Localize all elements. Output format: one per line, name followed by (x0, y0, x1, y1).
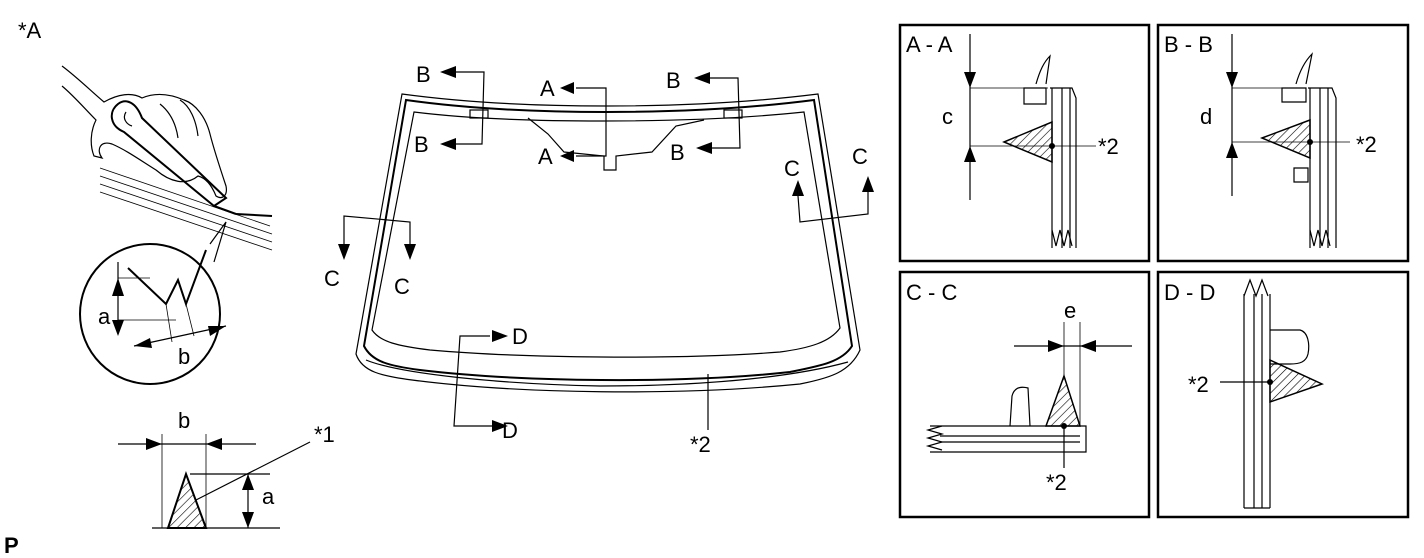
adhesive-bead-line (362, 98, 854, 382)
section-D-top-label: D (512, 324, 528, 349)
mirror-mount-notch (527, 117, 705, 171)
footer-label: P (4, 533, 19, 558)
section-B-bottom-left-label: B (414, 132, 429, 157)
section-arrow-B-left: B B (414, 62, 485, 157)
section-panel-bb: B - B d *2 (1156, 23, 1410, 263)
section-A-top-label: A (540, 76, 555, 101)
windshield-outer-edge (355, 93, 861, 393)
section-B-top-right-label: B (666, 68, 681, 93)
magnifier-circle (79, 243, 221, 385)
bead-dim-a: a (262, 484, 275, 509)
panel-cc-title: C - C (906, 280, 957, 305)
bead-zigzag (127, 249, 207, 308)
section-C-left-2-label: C (394, 274, 410, 299)
bead-dim-b: b (178, 408, 190, 433)
section-arrow-D: D D (453, 324, 528, 443)
section-arrow-C-right: C C (784, 144, 874, 223)
section-D-bottom-label: D (502, 418, 518, 443)
panel-cc-callout: *2 (1046, 470, 1067, 495)
windshield-callout: *2 (690, 432, 711, 457)
magnifier-dim-b: b (178, 344, 190, 369)
windshield-glass (355, 93, 861, 393)
glass-edge-lines (99, 167, 273, 251)
section-C-left-1-label: C (324, 266, 340, 291)
section-panel-cc: C - C e *2 (898, 270, 1151, 519)
panel-dd-callout: *2 (1188, 372, 1209, 397)
bead-profile-detail: b a *1 (118, 408, 335, 529)
bead-callout: *1 (314, 422, 335, 447)
magnifier-dim-a: a (98, 304, 111, 329)
panel-bb-title: B - B (1164, 32, 1213, 57)
panel-aa-callout: *2 (1098, 134, 1119, 159)
panel-aa-title: A - A (906, 32, 953, 57)
hand-applying-adhesive-illustration: a b (61, 65, 273, 385)
panel-aa-dim-c: c (942, 104, 953, 129)
section-panel-dd: D - D *2 (1156, 270, 1410, 519)
panel-bb-callout: *2 (1356, 132, 1377, 157)
hand-outline (61, 65, 227, 199)
section-C-right-1-label: C (784, 156, 800, 181)
section-A-bottom-label: A (538, 144, 553, 169)
corner-label: *A (18, 18, 42, 43)
panel-bb-dim-d: d (1200, 104, 1212, 129)
section-B-bottom-right-label: B (670, 140, 685, 165)
bead-triangle (166, 470, 208, 529)
glue-gun (110, 100, 273, 217)
section-B-top-left-label: B (416, 62, 431, 87)
magnifier-pointer (209, 221, 227, 263)
section-arrow-C-left: C C (324, 215, 416, 299)
panel-cc-dim-e: e (1064, 298, 1076, 323)
section-arrow-B-right: B B (666, 68, 741, 165)
section-C-right-2-label: C (852, 144, 868, 169)
section-panel-aa: A - A c *2 (898, 23, 1151, 263)
section-arrow-A: A A (538, 76, 607, 169)
panel-dd-title: D - D (1164, 280, 1215, 305)
